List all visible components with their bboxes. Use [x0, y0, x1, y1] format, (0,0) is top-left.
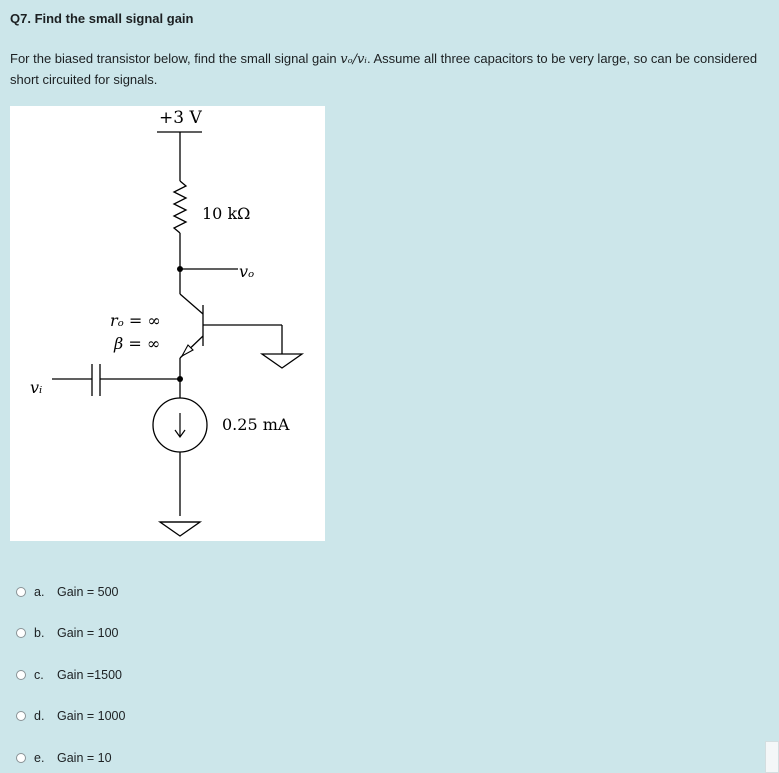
option-e-letter: e. — [34, 751, 45, 765]
current-arrow-head — [174, 429, 186, 439]
output-label: vₒ — [239, 262, 254, 281]
option-d-label: Gain = 1000 — [57, 709, 126, 723]
option-a[interactable]: a. Gain = 500 — [16, 583, 119, 601]
option-e-radio[interactable] — [16, 753, 26, 763]
option-b-radio[interactable] — [16, 628, 26, 638]
current-label: 0.25 mA — [222, 415, 290, 434]
option-b-label: Gain = 100 — [57, 626, 119, 640]
input-label: vᵢ — [30, 378, 42, 397]
circuit-schematic: +3 V 10 kΩ vₒ rₒ = ∞ β = ∞ vᵢ 0.25 mA — [30, 108, 305, 537]
output-node-dot — [177, 266, 183, 272]
question-text-before: For the biased transistor below, find th… — [10, 51, 341, 66]
circuit-diagram: +3 V 10 kΩ vₒ rₒ = ∞ β = ∞ vᵢ 0.25 mA — [10, 106, 325, 541]
ground-symbol-bottom — [157, 521, 203, 537]
option-a-label: Gain = 500 — [57, 585, 119, 599]
option-c-label: Gain =1500 — [57, 668, 122, 682]
question-text-after: . Assume all three capacitors to be very… — [10, 51, 758, 87]
resistor-label: 10 kΩ — [202, 204, 250, 223]
option-d-radio[interactable] — [16, 711, 26, 721]
option-c-letter: c. — [34, 668, 44, 682]
option-c-radio[interactable] — [16, 670, 26, 680]
option-d-letter: d. — [34, 709, 45, 723]
supply-label: +3 V — [159, 108, 202, 128]
option-a-radio[interactable] — [16, 587, 26, 597]
beta-label: β = ∞ — [113, 334, 160, 353]
option-a-letter: a. — [34, 585, 45, 599]
ground-symbol-base — [259, 353, 305, 369]
emitter-node-dot — [177, 376, 183, 382]
side-panel-tab[interactable] — [765, 741, 779, 773]
option-e-label: Gain = 10 — [57, 751, 112, 765]
option-e[interactable]: e. Gain = 10 — [16, 749, 112, 767]
option-c[interactable]: c. Gain =1500 — [16, 666, 122, 684]
gain-expression: vₒ/vᵢ — [340, 52, 367, 67]
question-title: Q7. Find the small signal gain — [10, 11, 194, 26]
question-text: For the biased transistor below, find th… — [10, 49, 765, 90]
ro-label: rₒ = ∞ — [110, 311, 161, 330]
option-d[interactable]: d. Gain = 1000 — [16, 707, 125, 725]
option-b-letter: b. — [34, 626, 45, 640]
resistor-symbol — [172, 180, 188, 234]
collector-diagonal — [179, 293, 204, 315]
emitter-arrow — [180, 344, 194, 358]
option-b[interactable]: b. Gain = 100 — [16, 624, 119, 642]
